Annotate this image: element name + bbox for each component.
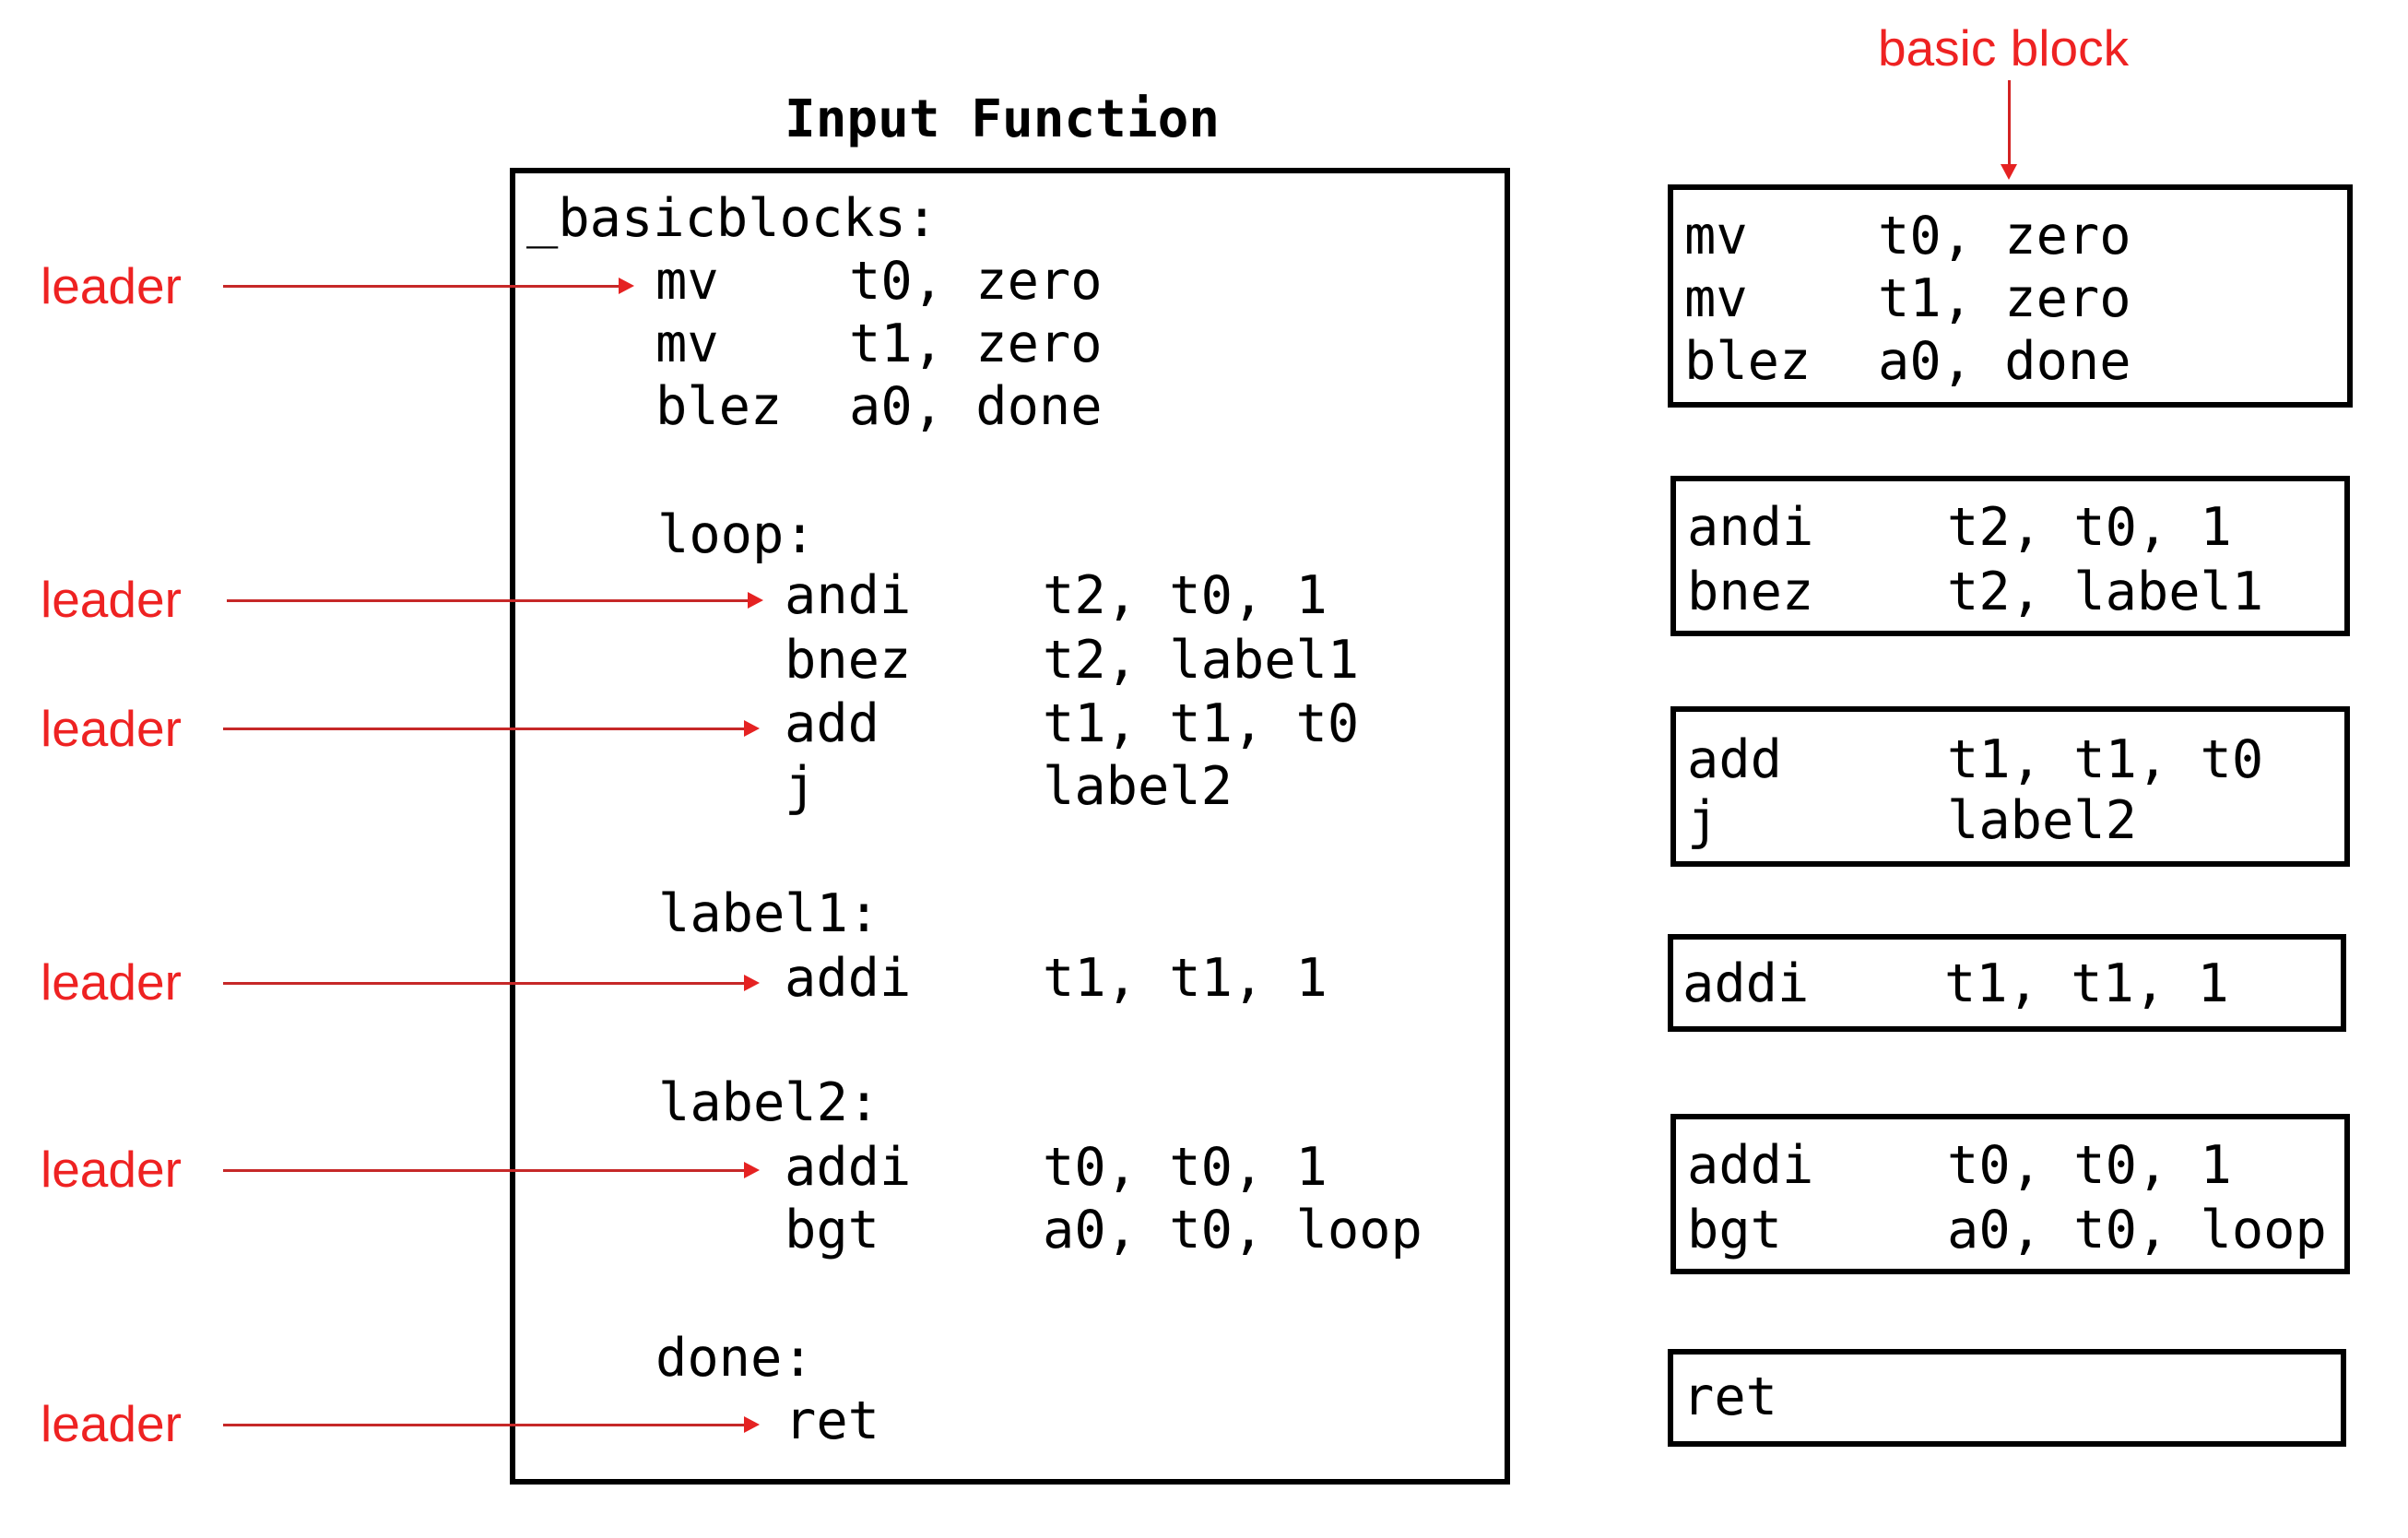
code-op: bnez <box>1687 562 1814 622</box>
code-op: add <box>1687 729 1782 790</box>
code-op: ret <box>1682 1366 1777 1427</box>
code-args: t1, t1, t0 <box>1947 729 2264 790</box>
leader-label: leader <box>41 257 182 314</box>
basic-block-4: addi t1, t1, 1 <box>1668 934 2346 1032</box>
code-args: label2 <box>1947 790 2137 851</box>
leader-arrow-icon <box>223 720 760 737</box>
basic-block-3: add t1, t1, t0 j label2 <box>1670 706 2350 867</box>
code-args: t1, t1, 1 <box>1043 948 1328 1009</box>
code-args: a0, done <box>1878 331 2131 392</box>
code-args: t0, t0, 1 <box>1043 1137 1328 1198</box>
code-op: mv <box>1684 268 1748 329</box>
input-function-title: Input Function <box>785 89 1221 149</box>
code-args: t2, label1 <box>1947 562 2264 622</box>
code-op: addi <box>785 1137 912 1198</box>
basic-block-1: mv t0, zero mv t1, zero blez a0, done <box>1668 184 2353 408</box>
code-args: t0, zero <box>849 251 1103 312</box>
code-args: a0, done <box>849 376 1103 437</box>
code-op: j <box>785 756 817 817</box>
code-args: t2, t0, 1 <box>1947 497 2232 558</box>
code-op: andi <box>785 565 912 626</box>
label-label1: label1: <box>658 883 880 944</box>
code-op: ret <box>785 1390 879 1451</box>
basic-block-2: andi t2, t0, 1 bnez t2, label1 <box>1670 476 2350 636</box>
code-op: bgt <box>1687 1200 1782 1260</box>
code-op: bgt <box>785 1200 879 1260</box>
code-op: blez <box>1684 331 1812 392</box>
code-op: mv <box>655 314 719 374</box>
leader-label: leader <box>41 1141 182 1198</box>
leader-arrow-icon <box>227 592 763 609</box>
code-op: andi <box>1687 497 1814 558</box>
label-loop: loop: <box>657 504 816 565</box>
leader-arrow-icon <box>223 1416 760 1433</box>
basic-block-arrow-icon <box>2001 80 2017 180</box>
code-args: t2, label1 <box>1043 630 1360 691</box>
leader-label: leader <box>41 571 182 628</box>
code-args: t2, t0, 1 <box>1043 565 1328 626</box>
label-label2: label2: <box>658 1072 880 1133</box>
leader-arrow-icon <box>223 1162 760 1178</box>
code-op: add <box>785 693 879 754</box>
code-op: addi <box>1687 1135 1814 1196</box>
leader-arrow-icon <box>223 278 634 294</box>
code-args: t1, t1, t0 <box>1043 693 1360 754</box>
code-op: bnez <box>785 630 912 691</box>
leader-label: leader <box>41 1395 182 1452</box>
code-args: t1, t1, 1 <box>1944 953 2229 1014</box>
code-args: t0, zero <box>1878 206 2131 266</box>
input-function-box <box>510 168 1510 1485</box>
code-op: mv <box>1684 206 1748 266</box>
code-op: j <box>1687 790 1719 851</box>
code-args: a0, t0, loop <box>1043 1200 1422 1260</box>
basic-block-label: basic block <box>1878 19 2130 77</box>
leader-label: leader <box>41 700 182 757</box>
code-op: mv <box>655 251 719 312</box>
code-op: addi <box>785 948 912 1009</box>
code-args: label2 <box>1043 756 1233 817</box>
leader-label: leader <box>41 953 182 1011</box>
label-basicblocks: _basicblocks: <box>526 188 938 249</box>
code-args: t1, zero <box>1878 268 2131 329</box>
code-args: a0, t0, loop <box>1947 1200 2327 1260</box>
code-op: addi <box>1682 953 1810 1014</box>
code-args: t1, zero <box>849 314 1103 374</box>
code-args: t0, t0, 1 <box>1947 1135 2232 1196</box>
leader-arrow-icon <box>223 975 760 991</box>
basic-block-5: addi t0, t0, 1 bgt a0, t0, loop <box>1670 1114 2350 1274</box>
label-done: done: <box>655 1328 814 1389</box>
basic-block-6: ret <box>1668 1349 2346 1447</box>
code-op: blez <box>655 376 783 437</box>
